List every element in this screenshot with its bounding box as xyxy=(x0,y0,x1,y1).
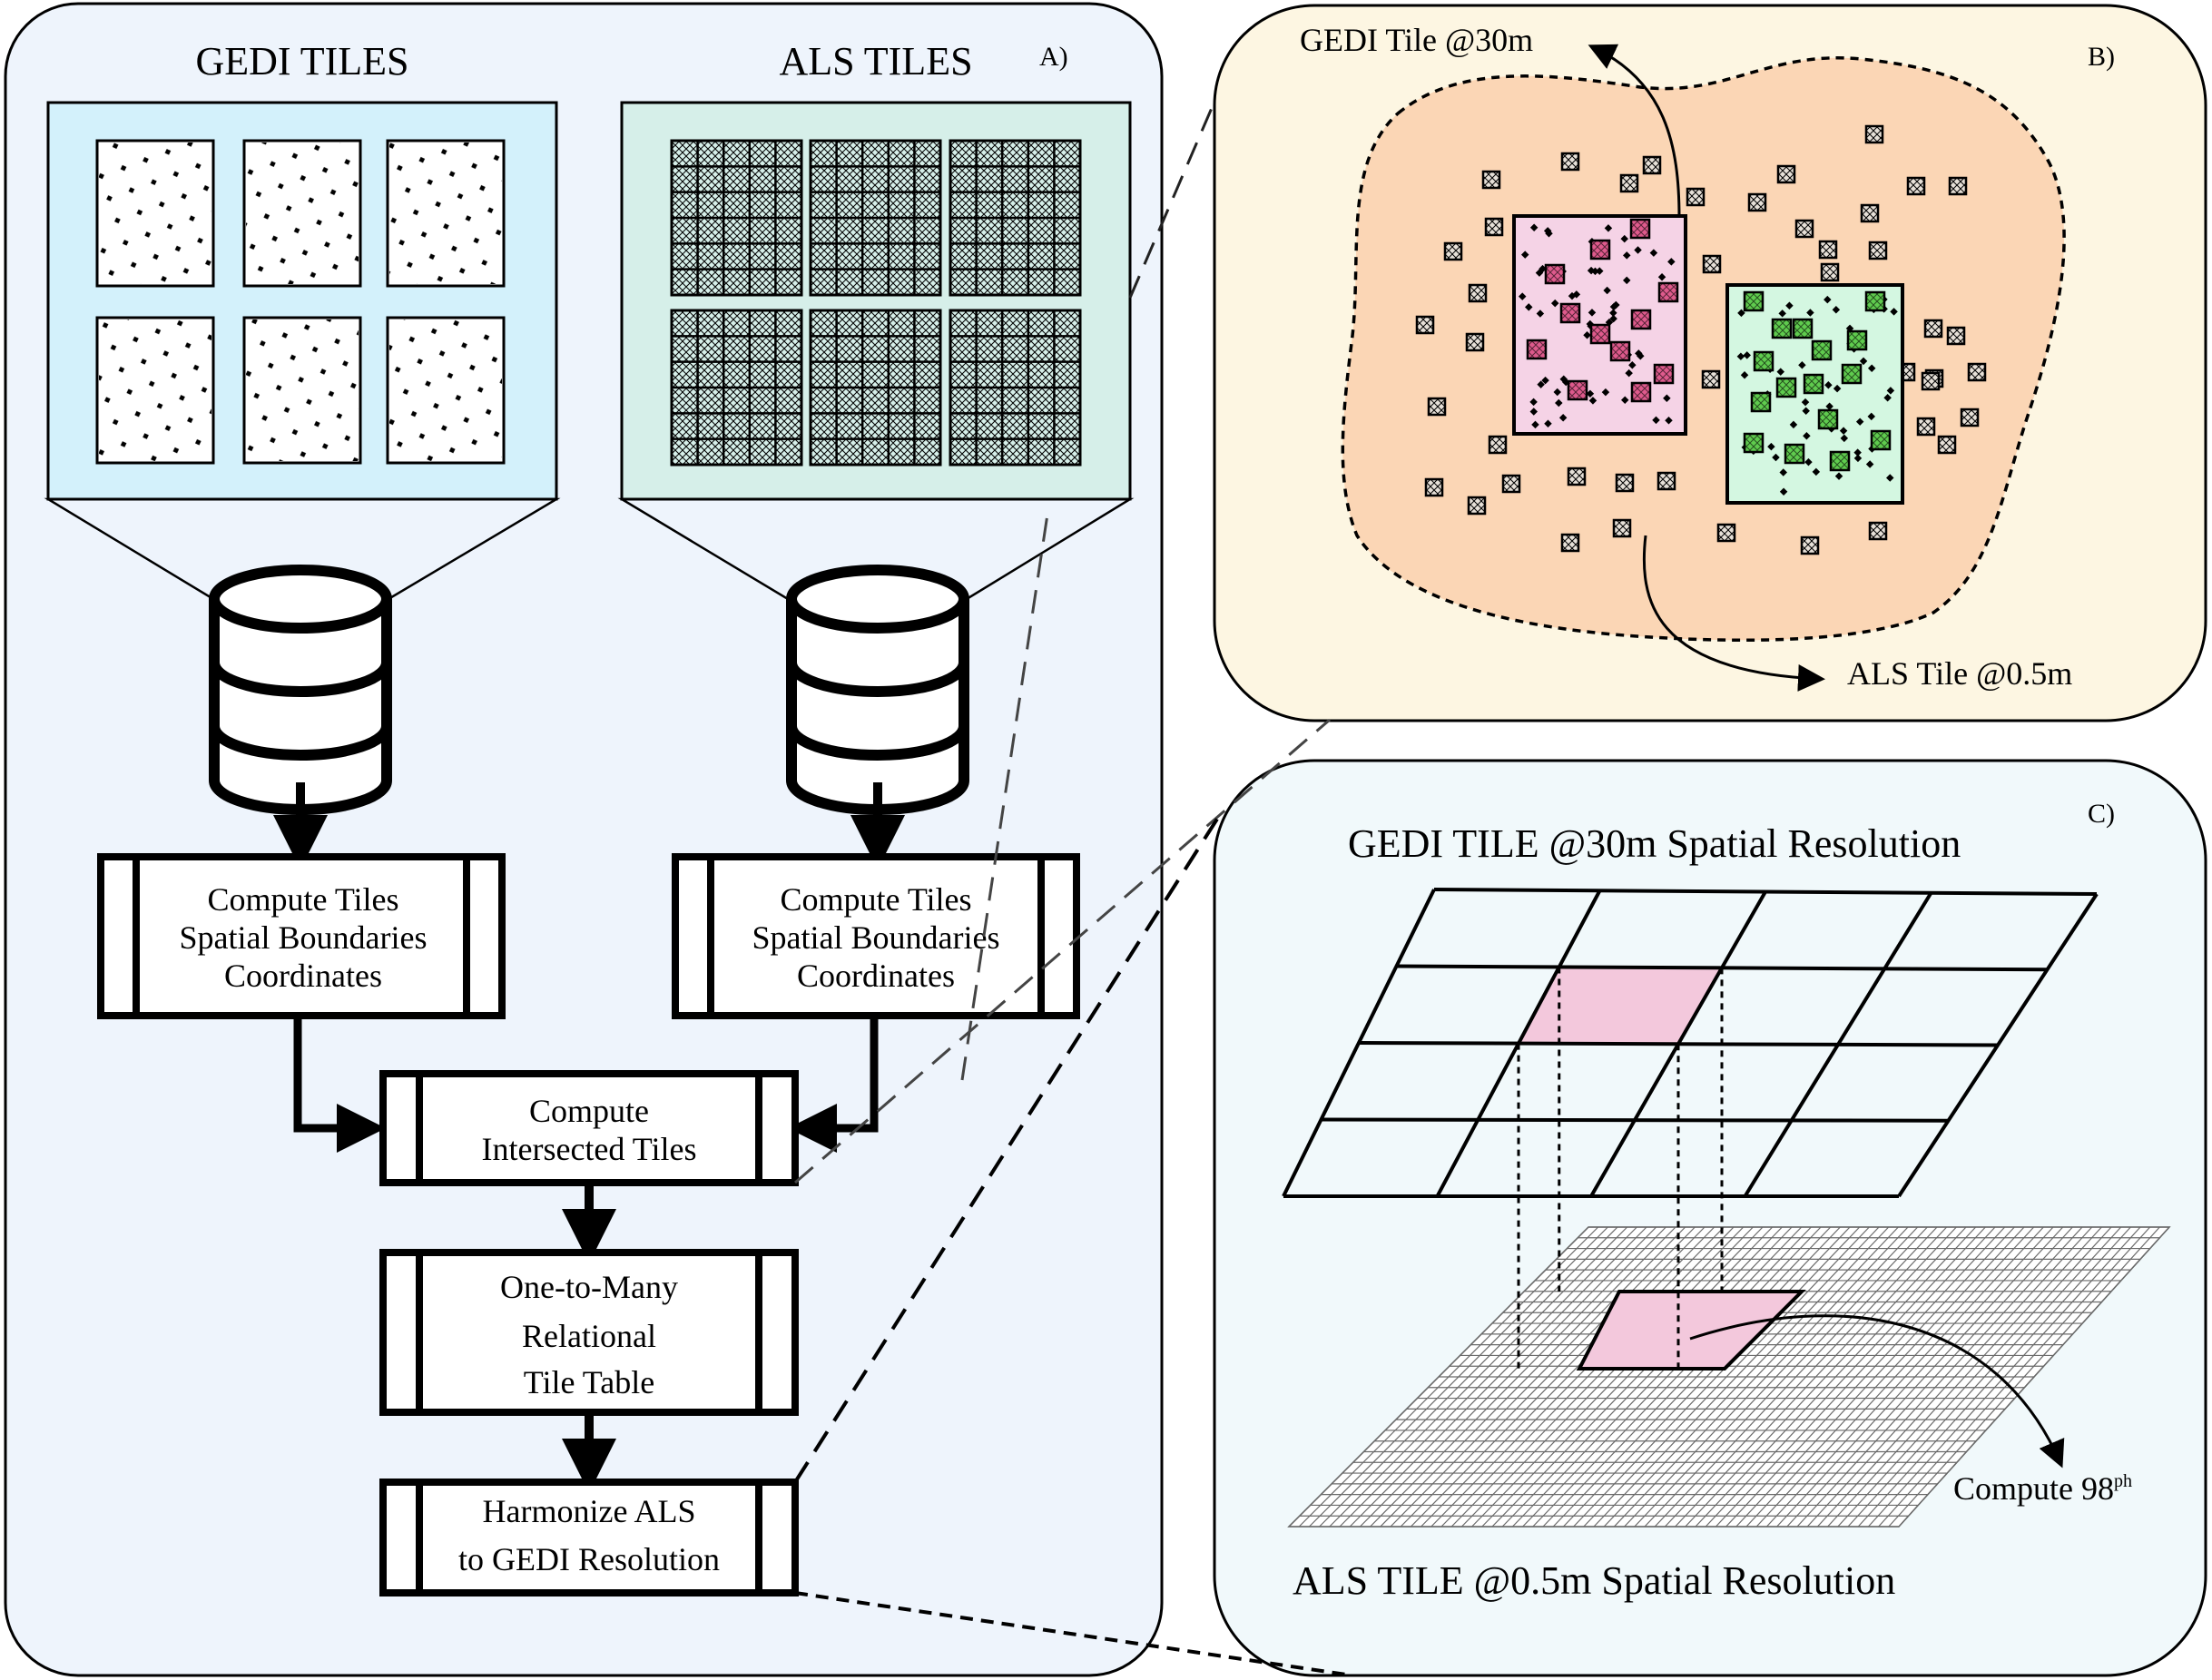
gedi-tiles-box xyxy=(44,101,561,601)
als-resolution-title: ALS TILE @0.5m Spatial Resolution xyxy=(1293,1558,1895,1603)
panel-a: A) GEDI TILES ALS TILES Compute Tiles Sp… xyxy=(4,2,1164,1677)
harmonize-box: Harmonize ALS to GEDI Resolution xyxy=(379,1479,799,1596)
gedi-process-line-3: Coordinates xyxy=(224,958,382,994)
connector-lines xyxy=(793,101,1353,1677)
compute-pointer-arrow xyxy=(1689,1314,2065,1469)
als-process-line-1: Compute Tiles xyxy=(780,881,971,918)
panel-b-label: B) xyxy=(2088,42,2115,72)
als-database-icon xyxy=(786,565,969,815)
als-tile-pointer-arrow xyxy=(1642,535,1825,692)
als-process-line-2: Spatial Boundaries xyxy=(752,919,1000,956)
als-process-line-3: Coordinates xyxy=(797,958,955,994)
als-tiles-title: ALS TILES xyxy=(779,39,972,84)
als-tiles-box xyxy=(617,101,1135,601)
intersect-line-2: Intersected Tiles xyxy=(482,1131,697,1167)
panel-c-label: C) xyxy=(2088,799,2115,829)
panel-b: B) GEDI Tile @30m ALS Tile @0.5m xyxy=(1213,4,2207,722)
gedi-process-line-2: Spatial Boundaries xyxy=(180,919,428,956)
relational-tile-table-box: One-to-Many Relational Tile Table xyxy=(379,1249,799,1416)
relational-line-1: One-to-Many xyxy=(500,1269,678,1305)
gedi-process-line-1: Compute Tiles xyxy=(207,881,398,918)
panel-c-background xyxy=(1213,759,2207,1677)
relational-line-3: Tile Table xyxy=(524,1364,655,1400)
gedi-resolution-title: GEDI TILE @30m Spatial Resolution xyxy=(1348,821,1961,866)
gedi-compute-boundaries-box: Compute Tiles Spatial Boundaries Coordin… xyxy=(97,853,506,1019)
gedi-database-icon xyxy=(209,565,392,815)
als-highlight-cell xyxy=(1576,1290,1806,1371)
als-tile-label: ALS Tile @0.5m xyxy=(1847,655,2072,692)
gedi-tile-b xyxy=(1512,214,1687,436)
gedi-tiles-title: GEDI TILES xyxy=(195,39,408,84)
harmonize-line-2: to GEDI Resolution xyxy=(458,1541,720,1577)
gedi-highlight-cell xyxy=(1519,967,1722,1045)
compute-label: Compute 98ph xyxy=(1953,1470,2132,1507)
arrow-gedi-to-intersect xyxy=(293,1016,386,1153)
panel-a-label: A) xyxy=(1039,42,1068,72)
study-region-outline xyxy=(1341,56,2066,643)
als-cells-scatter xyxy=(1415,124,1987,555)
arrow-als-to-intersect xyxy=(788,1016,879,1153)
intersect-line-1: Compute xyxy=(529,1093,649,1129)
gedi-tile-pointer-arrow xyxy=(1588,44,1681,219)
harmonize-line-1: Harmonize ALS xyxy=(483,1493,696,1529)
als-fine-grid xyxy=(1287,1226,2171,1528)
panel-c: C) GEDI TILE @30m Spatial Resolution Com… xyxy=(1213,759,2207,1677)
relational-line-2: Relational xyxy=(522,1318,656,1354)
gedi-tile-label: GEDI Tile @30m xyxy=(1300,22,1533,58)
compute-intersected-tiles-box: Compute Intersected Tiles xyxy=(379,1070,799,1186)
als-tile-b xyxy=(1725,283,1904,505)
als-compute-boundaries-box: Compute Tiles Spatial Boundaries Coordin… xyxy=(672,853,1080,1019)
